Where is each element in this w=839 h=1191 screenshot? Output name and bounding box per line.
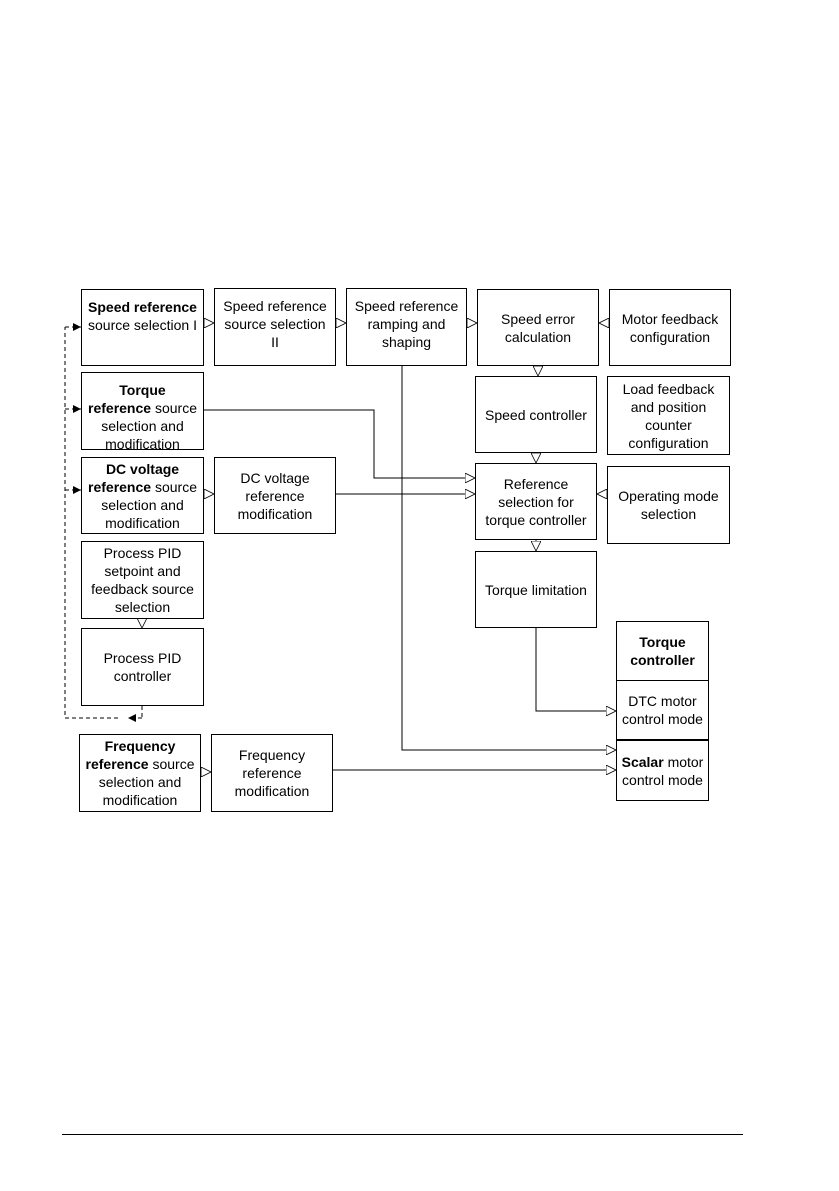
- speed-error-text: Speed error calculation: [501, 310, 575, 345]
- ref-selection-torque-controller-block: Reference selection for torque controlle…: [475, 463, 597, 540]
- speed-ref-sel-2-text: Speed reference source selection II: [223, 298, 327, 350]
- freq-ref-sel-text: source selection and modification: [98, 756, 195, 808]
- scalar-motor-control-text: motor control mode: [622, 753, 704, 788]
- speed-error-calculation-block: Speed error calculation: [477, 289, 599, 366]
- pid-output-return-line: [64, 327, 118, 719]
- speed-ref-ramp-text: Speed reference ramping and shaping: [354, 298, 459, 350]
- scalar-motor-control-bold: Scalar: [621, 753, 664, 770]
- dc-voltage-ref-source-selection-block: DC voltage reference source selection an…: [81, 457, 204, 534]
- ref-selection-torque-text: Reference selection for torque controlle…: [485, 475, 587, 528]
- torque-limitation-text: Torque limitation: [485, 581, 587, 598]
- speed-ref-sel-1-bold: Speed reference: [88, 299, 197, 315]
- link-ramp-to-scalar: [401, 365, 616, 750]
- freq-ref-mod-text: Frequency reference modification: [234, 747, 310, 799]
- frequency-ref-source-selection-block: Frequency reference source selection and…: [79, 734, 201, 812]
- torque-controller-block: Torque controller: [616, 621, 709, 681]
- process-pid-setpoint-block: Process PID setpoint and feedback source…: [81, 541, 204, 619]
- link-torque-ref-to-ref-selection: [204, 409, 475, 478]
- dtc-motor-control-text: DTC motor control mode: [622, 693, 703, 727]
- speed-ref-ramping-block: Speed reference ramping and shaping: [346, 288, 467, 366]
- torque-limitation-block: Torque limitation: [475, 551, 597, 628]
- dc-voltage-ref-sel-bold: DC voltage reference: [88, 460, 180, 495]
- speed-controller-text: Speed controller: [485, 406, 587, 423]
- dtc-motor-control-block: DTC motor control mode: [616, 680, 709, 740]
- motor-feedback-config-block: Motor feedback configuration: [609, 289, 731, 366]
- speed-ref-source-selection-2-block: Speed reference source selection II: [214, 288, 336, 366]
- torque-ref-sel-bold: Torque reference: [88, 382, 166, 416]
- process-pid-controller-text: Process PID controller: [103, 650, 182, 684]
- dc-voltage-mod-text: DC voltage reference modification: [237, 469, 313, 522]
- load-feedback-config-block: Load feedback and position counter confi…: [607, 376, 730, 455]
- process-pid-controller-block: Process PID controller: [81, 628, 204, 706]
- torque-controller-text: Torque controller: [630, 634, 695, 668]
- operating-mode-text: Operating mode selection: [618, 488, 719, 522]
- freq-ref-sel-bold: Frequency reference: [85, 738, 176, 772]
- load-feedback-text: Load feedback and position counter confi…: [622, 380, 715, 451]
- operating-mode-selection-block: Operating mode selection: [607, 466, 730, 544]
- dc-voltage-ref-sel-text: source selection and modification: [101, 478, 197, 531]
- dc-voltage-ref-modification-block: DC voltage reference modification: [214, 457, 336, 534]
- speed-ref-sel-1-text: source selection I: [88, 317, 197, 333]
- speed-controller-block: Speed controller: [475, 376, 597, 453]
- scalar-motor-control-block: Scalar motor control mode: [616, 740, 709, 801]
- torque-ref-source-selection-block: Torque reference source selection and mo…: [81, 372, 204, 452]
- motor-feedback-text: Motor feedback configuration: [621, 310, 719, 345]
- footer-rule: [62, 1134, 743, 1135]
- process-pid-setpoint-text: Process PID setpoint and feedback source…: [91, 545, 194, 615]
- link-torque-limitation-to-dtc: [535, 628, 616, 711]
- torque-ref-sel-text: source selection and modification: [101, 400, 197, 452]
- speed-ref-source-selection-1-block: Speed reference source selection I: [81, 289, 204, 366]
- frequency-ref-modification-block: Frequency reference modification: [211, 734, 333, 812]
